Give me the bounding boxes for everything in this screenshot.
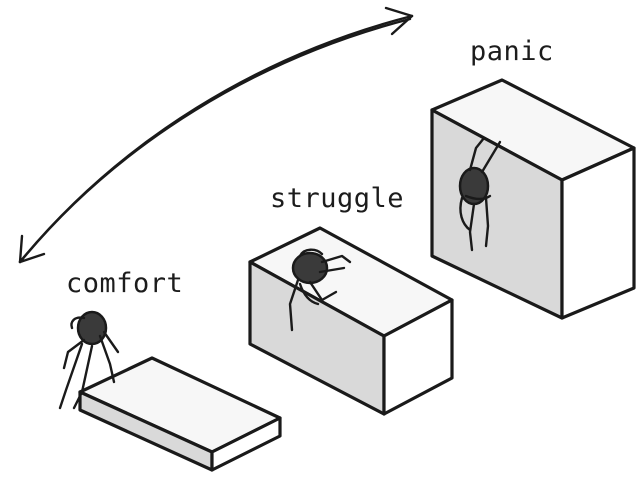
panic-label: panic (470, 36, 554, 67)
struggle-label: struggle (270, 183, 404, 214)
struggle-box (250, 228, 452, 414)
comfort-box (80, 358, 280, 470)
double-headed-arrow (20, 8, 412, 262)
comfort-label: comfort (66, 268, 183, 299)
